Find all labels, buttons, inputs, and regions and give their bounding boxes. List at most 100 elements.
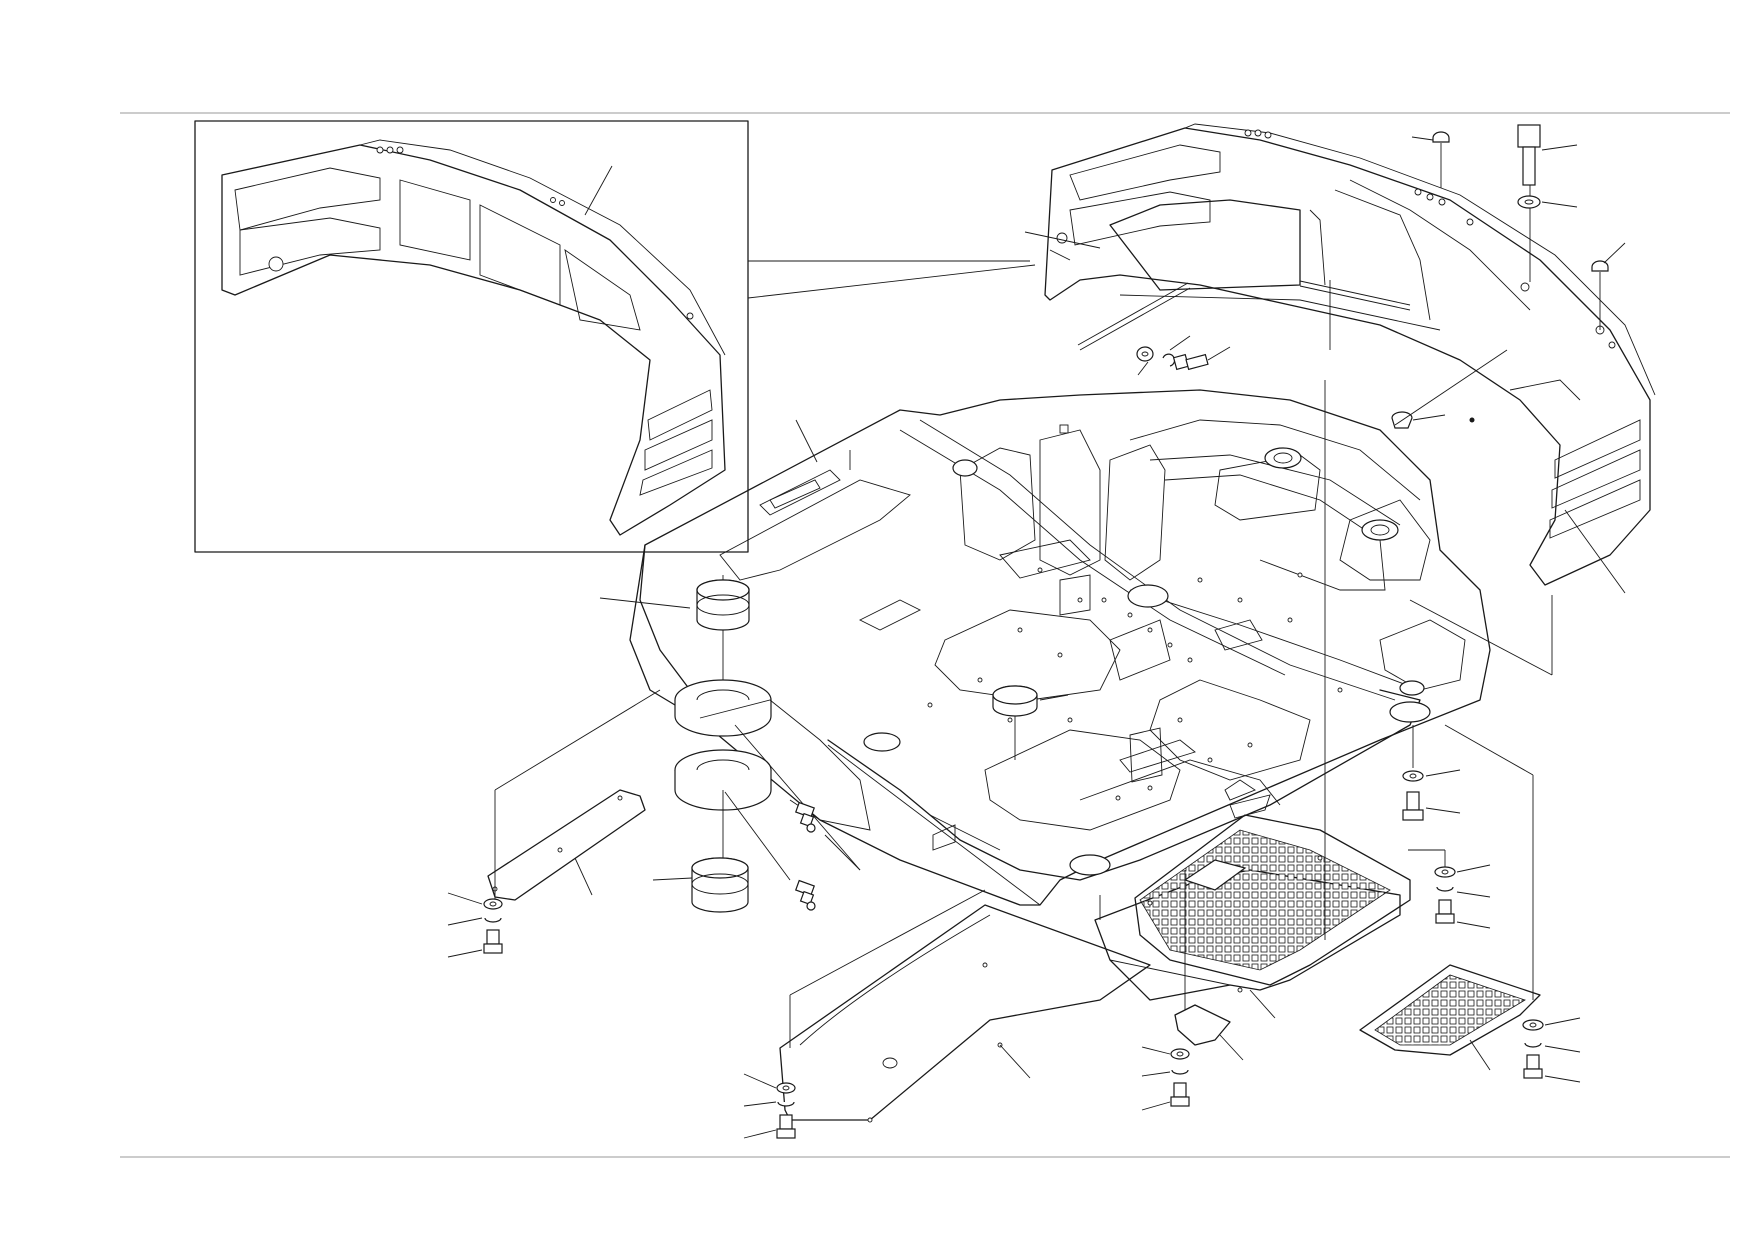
hardware-right-frame — [1402, 725, 1461, 821]
lock-washer-icon — [1524, 1042, 1542, 1048]
hardware-counterweight-top-leader-line — [1603, 242, 1626, 264]
grease-fitting-icon-outline — [799, 890, 815, 906]
hardware-right-frame-leader-line — [1425, 769, 1461, 777]
upper-frame-hole-mark — [927, 702, 933, 708]
counterweight-inset-body-outline — [359, 139, 726, 356]
rubber-strip — [1079, 287, 1191, 351]
under-cover-front-hole-mark — [867, 1117, 873, 1123]
exploded-parts-drawing-leader-line — [1049, 249, 1071, 261]
hardware-left-hole-mark — [489, 901, 497, 907]
plug-cap-icon — [1432, 131, 1450, 143]
counterweight-outline — [1119, 294, 1441, 331]
counterweight-inset-body-outline — [221, 144, 726, 536]
upper-frame-outline — [1129, 419, 1421, 501]
lock-washer-icon — [777, 1101, 795, 1107]
frame-callout-leader — [795, 419, 818, 463]
center-cap — [992, 685, 1069, 760]
bolt-icon — [1517, 124, 1541, 186]
center-cap-hole-mark — [992, 685, 1038, 705]
swing-bushing-stack-leader-line — [599, 597, 691, 609]
upper-frame-outline — [1229, 794, 1271, 819]
access-plate-small — [1174, 870, 1244, 1061]
swing-bushing-stack-hole-mark — [691, 873, 749, 895]
under-cover-front-hole-mark — [882, 1057, 898, 1069]
counterweight-hole-mark — [1254, 129, 1262, 137]
hardware-bottom-left-leader-line — [743, 1073, 777, 1089]
upper-frame-outline — [1119, 739, 1196, 773]
inset-connector-bottom — [747, 264, 1036, 299]
lifting-hole — [1520, 282, 1530, 292]
hardware-right-bottom-leader-line — [1544, 1045, 1581, 1053]
hardware-counterweight-top — [1409, 124, 1626, 676]
bushing-lower — [691, 867, 749, 913]
bolt-icon — [1523, 1054, 1543, 1079]
grease-fittings-leader-line — [724, 791, 791, 881]
hardware-bottom-left-leader-line — [743, 1129, 777, 1139]
swing-bushing-stack-hole-mark — [696, 579, 750, 601]
upper-frame-outline — [1059, 574, 1091, 616]
upper-frame-outline — [1079, 759, 1281, 806]
hardware-bottom-center-hole-mark — [1176, 1051, 1184, 1057]
counterweight-hole-mark — [1466, 218, 1474, 226]
upper-frame-hole-mark — [1057, 652, 1063, 658]
counterweight-outline — [1334, 189, 1431, 321]
counterweight-inset-body-outline — [564, 248, 641, 331]
counterweight-outline — [1069, 144, 1221, 201]
upper-frame-outline — [984, 729, 1181, 831]
bushing-upper — [696, 589, 750, 631]
upper-frame-hole-mark — [1147, 785, 1153, 791]
bolt-icon — [1170, 1082, 1190, 1107]
hardware-left — [447, 892, 503, 958]
hardware-counterweight-left — [1024, 231, 1331, 376]
under-cover-front-hole-mark — [982, 962, 988, 968]
plug-cap-icon — [1591, 260, 1609, 272]
upper-frame-outline — [1104, 444, 1166, 581]
upper-frame-outline — [827, 689, 1421, 881]
bolt-icon-outline — [1170, 1096, 1190, 1107]
hardware-right-bottom — [1444, 724, 1581, 1083]
swing-bushing-stack-hole-mark — [691, 857, 749, 879]
bearing-ring — [674, 700, 772, 737]
mesh-cover-large — [1134, 814, 1411, 986]
hardware-counterweight-top-hole-mark — [1524, 199, 1534, 205]
hardware-bottom-center-leader-line — [1141, 1071, 1171, 1077]
access-plate-small-outline — [1174, 1004, 1231, 1046]
counterweight-outline — [1549, 479, 1641, 539]
upper-frame-hole-mark — [977, 677, 983, 683]
swing-bushing-stack-hole-mark — [696, 594, 750, 616]
upper-frame-hole-mark — [1101, 597, 1107, 603]
access-plate-small-leader-line — [1219, 1034, 1244, 1061]
upper-frame-hole-mark — [1207, 757, 1213, 763]
hardware-right-bottom-leader-line — [1544, 1017, 1581, 1026]
mesh-cover-large-hole-mark — [1317, 855, 1323, 861]
counterweight-inset-body-hole-mark — [550, 197, 556, 203]
counterweight-outline — [1509, 379, 1581, 401]
counterweight-outline — [1349, 179, 1531, 311]
upper-frame-hole-mark — [1297, 572, 1303, 578]
hardware-bottom-left-leader-line — [743, 1101, 777, 1107]
counterweight-hole-mark — [1426, 193, 1434, 201]
page-rules — [120, 112, 1730, 1158]
hardware-bottom-center-leader-line — [1141, 1046, 1171, 1055]
counterweight-inset-body-hole-mark — [559, 200, 565, 206]
hardware-center-pin-leader-line — [1412, 414, 1446, 421]
grease-fittings-leader-line — [734, 724, 861, 871]
mesh-cover-large-outline — [1134, 814, 1411, 986]
upper-frame-hole-mark — [1337, 687, 1343, 693]
bolt-icon-outline — [779, 1114, 793, 1130]
counterweight-hole-mark — [1414, 188, 1422, 196]
bolt-icon-outline — [1406, 791, 1420, 811]
bolt-icon — [1435, 899, 1455, 924]
under-cover-front-leader-line — [789, 889, 986, 996]
counterweight-outline — [1044, 127, 1651, 586]
upper-frame — [629, 389, 1491, 906]
counterweight-hole-mark — [1244, 129, 1252, 137]
counterweight-inset-body-hole-mark — [386, 146, 394, 154]
upper-frame-outline — [999, 539, 1091, 579]
hardware-right-bottom-leader-line — [1544, 1075, 1581, 1083]
boss-d — [1127, 584, 1169, 608]
counterweight-detail-inset — [194, 120, 1036, 553]
bolt-icon — [1172, 353, 1209, 371]
side-vent — [932, 824, 956, 851]
